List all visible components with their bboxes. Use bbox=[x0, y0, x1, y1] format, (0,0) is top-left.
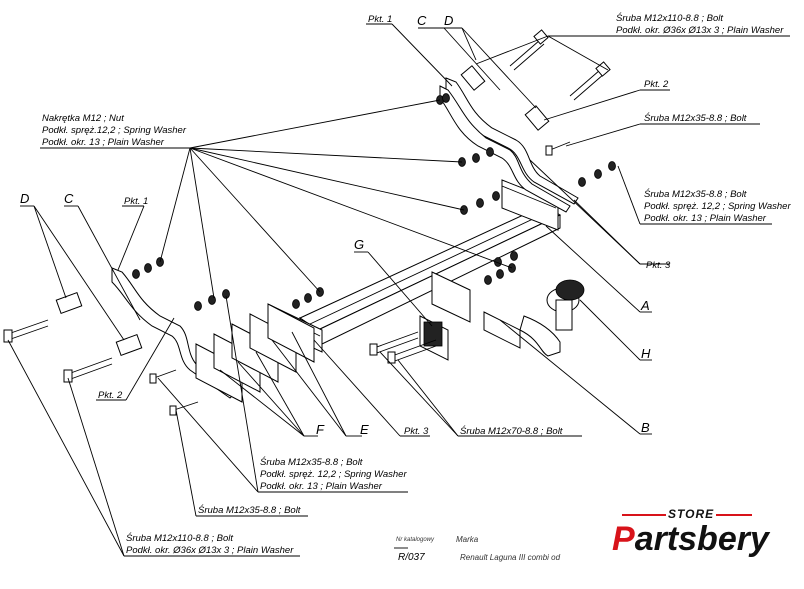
label-right-group-2: Podkł. spręż. 12,2 ; Spring Washer bbox=[644, 201, 791, 212]
ball-mount bbox=[419, 271, 585, 361]
label-right-group-3: Podkł. okr. 13 ; Plain Washer bbox=[644, 213, 767, 224]
bracket-c-right bbox=[439, 77, 579, 213]
spacer-plates bbox=[195, 303, 315, 403]
brand-label: Marka bbox=[456, 535, 479, 544]
logo-accent-line-right bbox=[716, 514, 752, 516]
label-mid-group-1: Śruba M12x35-8.8 ; Bolt bbox=[260, 456, 363, 468]
logo-first-letter: P bbox=[612, 520, 635, 558]
label-h: H bbox=[641, 346, 651, 361]
callout-labels: Pkt. 1 C D Śruba M12x110-8.8 ; Bolt Podk… bbox=[20, 12, 791, 556]
label-d-left: D bbox=[20, 191, 29, 206]
nut-washer-stacks bbox=[132, 93, 616, 311]
label-e: E bbox=[360, 422, 369, 437]
label-c-top: C bbox=[417, 13, 427, 28]
label-g: G bbox=[354, 237, 364, 252]
label-pkt1-left: Pkt. 1 bbox=[124, 196, 148, 207]
label-bolt110-bottom-2: Podkł. okr. Ø36x Ø13x 3 ; Plain Washer bbox=[126, 545, 294, 556]
label-pkt1-top: Pkt. 1 bbox=[368, 14, 392, 25]
label-pkt3-mid: Pkt. 3 bbox=[404, 426, 429, 437]
leader-lines bbox=[7, 23, 790, 557]
footer-info: Nr katalogowy R/037 Marka Renault Laguna… bbox=[396, 535, 561, 563]
label-bolt35-bottom: Śruba M12x35-8.8 ; Bolt bbox=[198, 504, 301, 516]
label-bolt35-right: Śruba M12x35-8.8 ; Bolt bbox=[644, 112, 747, 124]
catalog-label: Nr katalogowy bbox=[396, 537, 435, 543]
logo-accent-line-left bbox=[622, 514, 666, 516]
logo-wordmark: Partsbery bbox=[612, 519, 769, 559]
label-mid-group-3: Podkł. okr. 13 ; Plain Washer bbox=[260, 481, 383, 492]
label-nut-2: Podkł. spręż.12,2 ; Spring Washer bbox=[42, 125, 187, 136]
label-pkt2-top: Pkt. 2 bbox=[644, 79, 669, 90]
label-b: B bbox=[641, 420, 650, 435]
label-bolt110-top-1: Śruba M12x110-8.8 ; Bolt bbox=[616, 12, 723, 24]
partsbery-logo: STORE Partsbery bbox=[612, 507, 802, 567]
label-mid-group-2: Podkł. spręż. 12,2 ; Spring Washer bbox=[260, 469, 407, 480]
label-pkt3-right: Pkt. 3 bbox=[646, 260, 671, 271]
label-nut-3: Podkł. okr. 13 ; Plain Washer bbox=[42, 137, 165, 148]
label-bolt70: Śruba M12x70-8.8 ; Bolt bbox=[460, 425, 563, 437]
label-nut-1: Nakrętka M12 ; Nut bbox=[42, 113, 124, 124]
label-bolt110-bottom-1: Śruba M12x110-8.8 ; Bolt bbox=[126, 532, 233, 544]
catalog-value: R/037 bbox=[398, 552, 425, 563]
label-pkt2-left: Pkt. 2 bbox=[98, 390, 123, 401]
brand-value: Renault Laguna III combi od bbox=[460, 553, 561, 562]
logo-rest-letters: artsbery bbox=[634, 520, 769, 558]
logo-store-text: STORE bbox=[668, 507, 715, 521]
label-d-top: D bbox=[444, 13, 453, 28]
label-right-group-1: Śruba M12x35-8.8 ; Bolt bbox=[644, 188, 747, 200]
label-a: A bbox=[640, 298, 650, 313]
crossbar bbox=[269, 179, 562, 353]
label-bolt110-top-2: Podkł. okr. Ø36x Ø13x 3 ; Plain Washer bbox=[616, 25, 784, 36]
label-c-left: C bbox=[64, 191, 74, 206]
label-f: F bbox=[316, 422, 325, 437]
